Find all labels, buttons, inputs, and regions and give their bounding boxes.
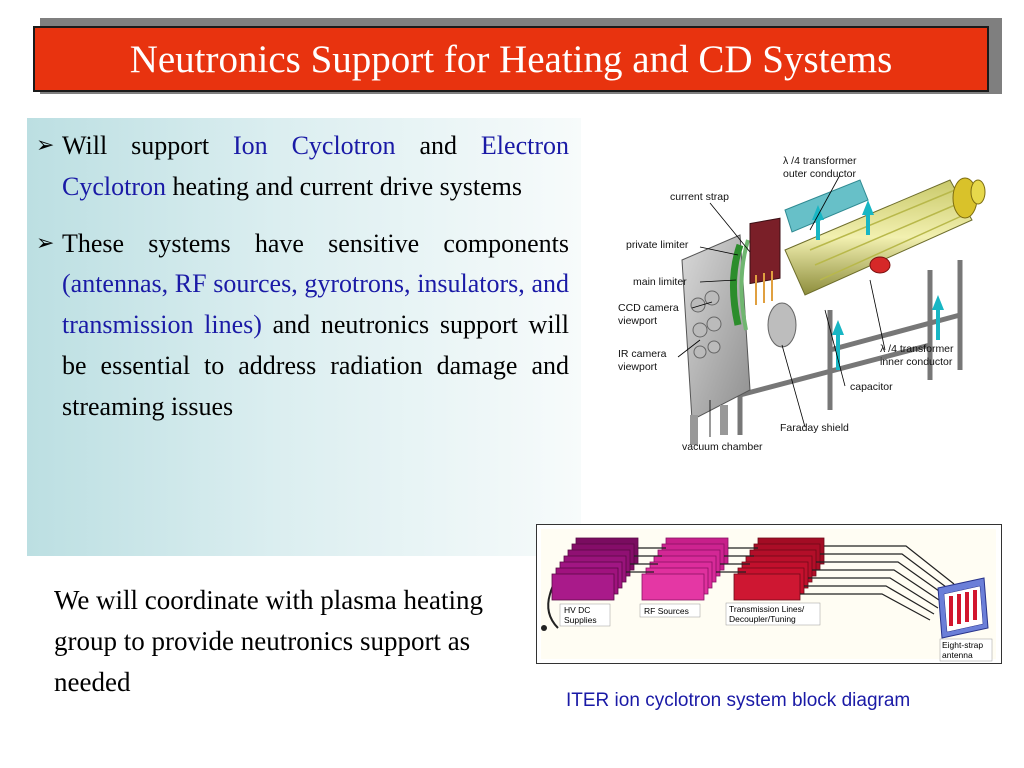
rf-label: RF Sources (644, 606, 689, 616)
antenna-label: Eight-strap (942, 640, 983, 650)
bullet-item-components: ➢ These systems have sensitive component… (36, 224, 569, 428)
label-ccd-camera: CCD camera (618, 302, 679, 314)
bullet-list: ➢ Will support Ion Cyclotron and Electro… (36, 126, 569, 444)
leader-lines (677, 174, 886, 437)
bullet-text: and (395, 131, 481, 160)
cyan-arrows (812, 200, 944, 370)
chamber-leg (690, 415, 698, 445)
bullet-text: and neutronics support will be essential… (62, 310, 570, 421)
capacitor-shape (869, 256, 891, 274)
rf-sources-stack (641, 537, 729, 601)
bullet-text: heating and current drive systems (166, 171, 522, 201)
tl-label: Decoupler/Tuning (729, 614, 796, 624)
conductor-stripes (809, 189, 967, 281)
label-faraday-shield: Faraday shield (780, 422, 849, 434)
label-ccd-camera: viewport (618, 315, 657, 327)
tl-label-box (725, 602, 821, 626)
bullet-item-support: ➢ Will support Ion Cyclotron and Electro… (36, 126, 569, 208)
label-transformer-inner: inner conductor (880, 356, 953, 368)
block-diagram-caption: ITER ion cyclotron system block diagram (566, 690, 911, 711)
highlight-ion-cyclotron: Ion Cyclotron (233, 131, 396, 160)
end-flange (970, 179, 986, 205)
slide-title: Neutronics Support for Heating and CD Sy… (129, 37, 893, 81)
label-transformer-outer: outer conductor (783, 168, 856, 180)
block-diagram: HV DC Supplies RF Sources Transmission L… (541, 537, 993, 662)
bullet-text: These systems have sensitive components (62, 228, 569, 258)
arrow-bullet-icon: ➢ (36, 133, 55, 158)
ic-antenna-illustration: λ /4 transformer outer conductor current… (618, 155, 986, 453)
antenna-label: antenna (942, 650, 973, 660)
transmission-lines-stack (733, 537, 825, 601)
highlight-components: (antennas, RF sources, gyrotrons, insula… (62, 269, 569, 340)
label-capacitor: capacitor (850, 381, 893, 393)
label-vacuum-chamber: vacuum chamber (682, 441, 763, 453)
tl-label: Transmission Lines/ (729, 604, 805, 614)
hv-dc-stack (551, 537, 639, 601)
label-ir-camera: IR camera (618, 348, 667, 360)
label-transformer-inner: λ /4 transformer (880, 343, 954, 355)
viewport-ports (690, 290, 722, 359)
rf-label-box (639, 603, 701, 618)
label-private-limiter: private limiter (626, 239, 689, 251)
main-limiter-shape (730, 243, 744, 326)
faraday-shield-shape (767, 302, 797, 348)
bullet-panel (27, 118, 581, 556)
private-limiter-shape (739, 239, 750, 331)
eight-strap-antenna (937, 577, 989, 639)
strap-lines (755, 271, 773, 305)
label-main-limiter: main limiter (633, 276, 687, 288)
highlight-electron-cyclotron: Electron Cyclotron (62, 131, 569, 201)
antenna-label-box (939, 638, 993, 662)
connection-lines (626, 545, 955, 621)
label-transformer-outer: λ /4 transformer (783, 155, 857, 167)
hv-label: HV DC (564, 605, 590, 615)
hv-label-box (559, 603, 611, 627)
cable-plug (541, 625, 547, 631)
title-banner: Neutronics Support for Heating and CD Sy… (33, 26, 989, 92)
label-ir-camera: viewport (618, 361, 657, 373)
label-current-strap: current strap (670, 191, 729, 203)
arrow-bullet-icon: ➢ (36, 230, 55, 256)
chamber-leg (720, 405, 728, 435)
bullet-text: Will support (62, 131, 233, 160)
hv-label: Supplies (564, 615, 597, 625)
coordination-text: We will coordinate with plasma heating g… (54, 585, 483, 697)
